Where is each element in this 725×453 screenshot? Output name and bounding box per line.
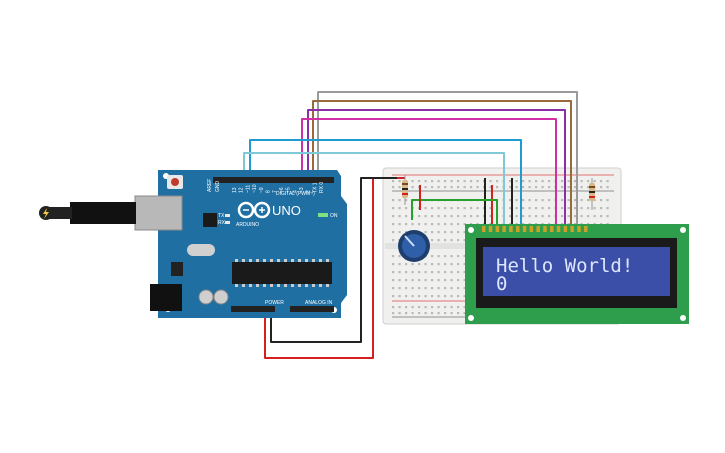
pin-label: ~11 — [245, 185, 251, 193]
lcd-pin[interactable] — [529, 226, 534, 232]
lcd-module[interactable]: Hello World! 0 — [465, 224, 689, 324]
lcd-line-1: Hello World! — [496, 255, 633, 277]
lcd-pin[interactable] — [536, 226, 540, 232]
lcd-pin[interactable] — [556, 226, 561, 232]
pin-label: 12 — [239, 187, 245, 193]
digital-header[interactable] — [213, 177, 334, 183]
wires — [243, 91, 578, 359]
lcd-pin[interactable] — [522, 226, 527, 232]
lcd-pin[interactable] — [516, 226, 520, 232]
lcd-pin[interactable] — [488, 226, 493, 232]
wire-gray — [317, 91, 578, 226]
lcd-header-pins[interactable] — [482, 226, 588, 232]
pin-label: 2 — [306, 190, 312, 193]
lcd-pin[interactable] — [563, 226, 568, 232]
resistor-left[interactable] — [402, 175, 408, 205]
resistor-right[interactable] — [589, 178, 595, 210]
atmega-chip — [232, 262, 332, 284]
wire-cyan — [249, 139, 522, 226]
aref-label: AREF — [207, 179, 213, 192]
pin-label: ~9 — [259, 187, 265, 193]
lcd-pin[interactable] — [482, 226, 486, 232]
lcd-pin[interactable] — [502, 226, 506, 232]
lcd-pin[interactable] — [570, 226, 574, 232]
lcd-pin[interactable] — [495, 226, 500, 232]
pin-label: 13 — [232, 187, 238, 193]
wire-black-gnd — [270, 177, 397, 343]
analog-label: ANALOG IN — [305, 300, 333, 306]
lcd-pin[interactable] — [550, 226, 554, 232]
lcd-screen — [483, 247, 670, 296]
pin-label: ~10 — [252, 184, 258, 193]
tx-label: TX — [218, 213, 225, 219]
pin-label: ~3 — [299, 187, 305, 193]
arduino-uno[interactable]: ON TX RX UNO ARDUINO DIGITAL (PWM~) POWE… — [39, 170, 347, 318]
on-led — [318, 213, 328, 217]
model-label: UNO — [272, 203, 301, 218]
analog-header[interactable] — [290, 306, 334, 312]
digital-label: DIGITAL (PWM~) — [276, 191, 315, 197]
rx-label: RX — [218, 220, 226, 226]
lcd-line-2: 0 — [496, 273, 507, 295]
lcd-pin[interactable] — [577, 226, 581, 232]
pin-label: TX 1 — [312, 182, 318, 193]
arduino-logo-icon — [237, 201, 271, 219]
pin-label: RX 0 — [319, 182, 325, 193]
power-label: POWER — [265, 300, 284, 306]
power-header[interactable] — [231, 306, 275, 312]
usb-cable — [70, 202, 136, 224]
potentiometer[interactable] — [398, 230, 430, 262]
brand-label: ARDUINO — [236, 222, 259, 228]
wire-purple — [307, 109, 566, 226]
lcd-pin[interactable] — [543, 226, 547, 232]
pin-label: 7 — [272, 190, 278, 193]
wire-green-pot — [411, 199, 498, 226]
on-label: ON — [330, 213, 338, 219]
pin-label: 4 — [292, 190, 298, 193]
wire-magenta — [301, 118, 557, 226]
lcd-pin[interactable] — [509, 226, 513, 232]
pin-label: ~5 — [286, 187, 292, 193]
wire-lightblue — [243, 152, 505, 226]
lightning-icon — [43, 208, 49, 219]
pin-label: 8 — [266, 190, 272, 193]
power-jack — [150, 284, 182, 311]
pin-label: ~6 — [279, 187, 285, 193]
usb-port — [134, 195, 183, 231]
gnd-label: GND — [215, 181, 221, 193]
lcd-pin[interactable] — [584, 226, 588, 232]
